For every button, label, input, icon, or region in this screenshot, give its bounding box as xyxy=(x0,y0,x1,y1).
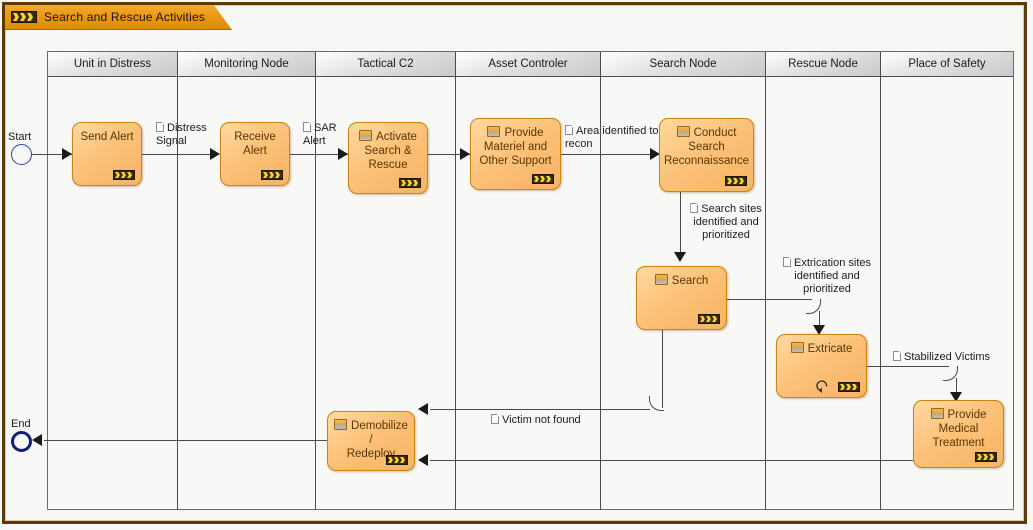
activity-demobilize-redeploy-label: Demobilize / Redeploy xyxy=(328,419,414,461)
task-icon xyxy=(359,130,373,141)
document-icon xyxy=(782,257,791,267)
flow-label-area-identified-to-recon: Area identified to recon xyxy=(565,125,659,150)
arrowhead-send-alert xyxy=(62,148,72,160)
flow-conduct-recon-to-search xyxy=(680,192,682,258)
flow-send-alert-to-receive-alert xyxy=(142,154,218,156)
activity-provide-materiel-label: Provide Materiel and Other Support xyxy=(479,126,552,167)
lane-header-asset-controler: Asset Controler xyxy=(456,52,601,77)
activity-extricate-label: Extricate xyxy=(786,342,858,356)
activity-extricate[interactable]: Extricate xyxy=(776,334,867,398)
activity-activate-search-rescue[interactable]: Activate Search & Rescue xyxy=(348,122,428,194)
flow-label-victim-not-found: Victim not found xyxy=(491,414,601,427)
flow-label-extrication-sites: Extrication sites identified and priorit… xyxy=(774,257,880,296)
end-event-label: End xyxy=(11,418,31,430)
lane-body-unit-in-distress xyxy=(48,77,178,510)
activity-provide-materiel[interactable]: Provide Materiel and Other Support xyxy=(470,118,561,190)
arrowhead-search xyxy=(674,252,686,262)
lane-header-tactical-c2: Tactical C2 xyxy=(316,52,456,77)
lane-header-rescue-node: Rescue Node xyxy=(766,52,881,77)
subprocess-marker-icon xyxy=(113,170,135,180)
lane-header-monitoring-node: Monitoring Node xyxy=(178,52,316,77)
flow-receive-alert-to-activate-sar xyxy=(290,154,348,156)
diagram-title: Search and Rescue Activities xyxy=(44,10,206,24)
subprocess-marker-icon xyxy=(261,170,283,180)
subprocess-marker-icon xyxy=(838,382,860,392)
lane-body-rescue-node xyxy=(766,77,881,510)
flow-medical-to-demobilize xyxy=(430,460,915,462)
lane-body-search-node xyxy=(601,77,766,510)
flow-demobilize-to-end xyxy=(44,440,328,442)
flow-start-to-send-alert xyxy=(32,154,72,156)
arrowhead-activate-sar xyxy=(338,148,348,160)
task-icon xyxy=(654,274,668,285)
activity-provide-medical-treatment-label: Provide Medical Treatment xyxy=(930,408,987,449)
activity-search-label: Search xyxy=(650,274,713,288)
task-icon xyxy=(487,126,501,137)
start-event-label: Start xyxy=(8,131,32,143)
activity-receive-alert-label: Receive Alert xyxy=(234,131,276,157)
start-event[interactable] xyxy=(11,144,32,165)
activity-conduct-search-reconnaissance[interactable]: Conduct Search Reconnaissance xyxy=(659,118,754,192)
arrowhead-end xyxy=(32,434,42,446)
document-icon xyxy=(565,125,573,135)
activity-send-alert[interactable]: Send Alert xyxy=(72,122,142,186)
document-icon xyxy=(690,203,699,213)
activity-send-alert-label: Send Alert xyxy=(80,131,134,143)
flow-provide-materiel-to-conduct-recon xyxy=(561,154,659,156)
lane-header-search-node: Search Node xyxy=(601,52,766,77)
lane-header-unit-in-distress: Unit in Distress xyxy=(48,52,178,77)
subprocess-marker-icon xyxy=(698,314,720,324)
flow-label-search-sites: Search sites identified and prioritized xyxy=(680,203,772,242)
arrowhead-demobilize-bottom xyxy=(418,454,428,466)
subprocess-marker-icon xyxy=(725,176,747,186)
arrowhead-conduct-recon xyxy=(650,148,660,160)
lane-body-monitoring-node xyxy=(178,77,316,510)
lane-header-place-of-safety: Place of Safety xyxy=(881,52,1013,77)
flow-label-stabilized-victims: Stabilized Victims xyxy=(893,351,1003,364)
task-icon xyxy=(676,126,690,137)
subprocess-marker-icon xyxy=(386,455,408,465)
task-icon xyxy=(930,408,944,419)
arrowhead-demobilize-top xyxy=(418,403,428,415)
lane-body-asset-controler xyxy=(456,77,601,510)
flow-search-victim-not-found-drop xyxy=(662,330,664,408)
flow-victim-not-found-run xyxy=(430,409,650,411)
flow-extricate-to-provide-medical xyxy=(867,366,949,368)
arrowhead-receive-alert xyxy=(210,148,220,160)
subprocess-marker-icon xyxy=(975,452,997,462)
loop-marker-icon xyxy=(814,378,829,393)
activity-demobilize-redeploy[interactable]: Demobilize / Redeploy xyxy=(327,411,415,471)
document-icon xyxy=(303,122,311,132)
arrowhead-provide-medical xyxy=(950,392,962,402)
document-icon xyxy=(491,414,499,424)
task-icon xyxy=(790,342,804,353)
arrowhead-extricate xyxy=(813,325,825,335)
document-icon xyxy=(893,351,901,361)
activity-provide-medical-treatment[interactable]: Provide Medical Treatment xyxy=(913,400,1004,468)
end-event[interactable] xyxy=(11,431,32,452)
flow-search-to-extricate xyxy=(727,299,812,301)
activity-receive-alert[interactable]: Receive Alert xyxy=(220,122,290,186)
flow-extricate-to-medical-drop xyxy=(956,378,958,396)
document-icon xyxy=(156,122,164,132)
activity-search[interactable]: Search xyxy=(636,266,727,330)
flow-label-sar-alert: SAR Alert xyxy=(303,122,337,147)
subprocess-marker-icon xyxy=(399,178,421,188)
lane-body-tactical-c2 xyxy=(316,77,456,510)
flow-label-distress-signal: Distress Signal xyxy=(156,122,207,147)
activity-activate-search-rescue-label: Activate Search & Rescue xyxy=(354,130,422,172)
activity-conduct-search-reconnaissance-label: Conduct Search Reconnaissance xyxy=(663,126,750,167)
flow-search-to-extricate-drop xyxy=(819,311,821,329)
diagram-title-tab[interactable]: Search and Rescue Activities xyxy=(5,5,232,30)
subprocess-chevrons-icon xyxy=(11,11,37,23)
arrowhead-provide-materiel xyxy=(460,148,470,160)
subprocess-marker-icon xyxy=(532,174,554,184)
task-icon xyxy=(334,419,348,430)
flow-activate-sar-to-provide-materiel xyxy=(428,154,470,156)
